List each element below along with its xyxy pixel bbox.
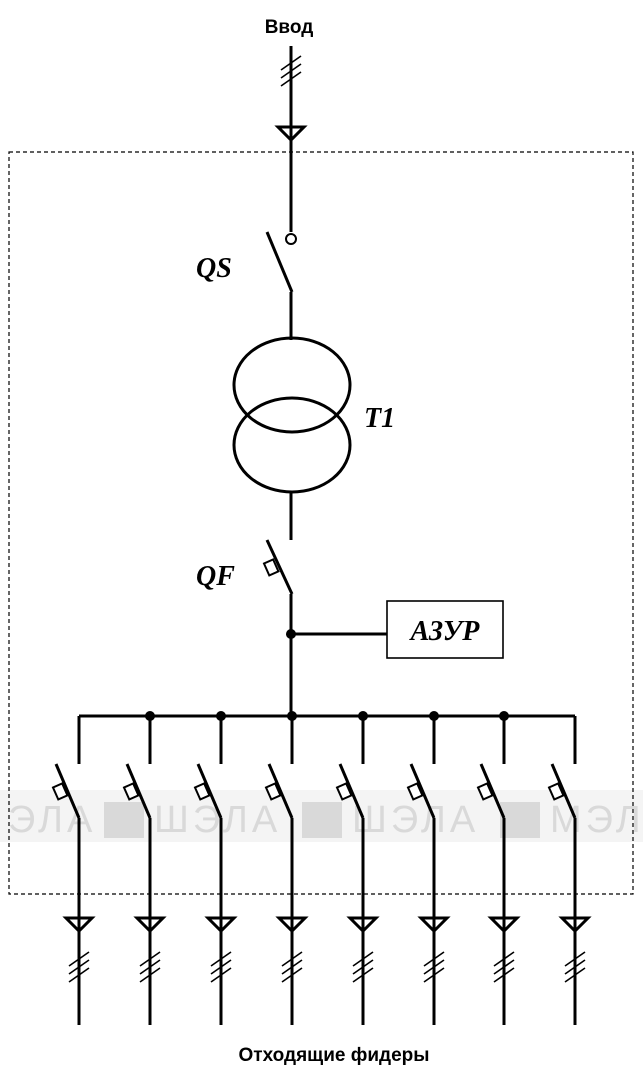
disconnector-blade — [265, 231, 294, 293]
input-cable-ticks-icon — [280, 55, 302, 87]
feeder-breaker-trip-icon — [193, 782, 211, 801]
feeder-cable-tick-icon — [281, 959, 303, 975]
feeder-terminal-arrow-icon — [204, 916, 238, 934]
feeder-terminal-arrow-icon — [487, 916, 521, 934]
feeder-cable-tick-icon — [281, 951, 303, 967]
transformer-primary-winding-icon — [232, 336, 352, 434]
watermark-logo-icon — [500, 802, 540, 838]
feeder-breaker-trip-icon — [122, 782, 140, 801]
feeder-cable-tick-icon — [352, 951, 374, 967]
feeder-cable-tick-icon — [68, 959, 90, 975]
transformer-secondary-winding-icon — [232, 396, 352, 494]
output-label: Отходящие фидеры — [238, 1045, 429, 1066]
feeder-1 — [51, 716, 96, 1025]
feeder-6 — [406, 711, 451, 1025]
feeder-breaker-blade — [338, 763, 365, 819]
feeder-terminal-arrow-icon — [346, 916, 380, 934]
feeder-cable-tick-icon — [68, 951, 90, 967]
azur-box — [386, 600, 504, 659]
feeder-cable-tick-icon — [564, 967, 586, 983]
feeder-breaker-trip-icon — [406, 782, 424, 801]
feeder-cable-tick-icon — [139, 967, 161, 983]
breaker-blade — [265, 539, 294, 595]
feeder-cable-tick-icon — [68, 967, 90, 983]
watermark-logo-icon — [302, 802, 342, 838]
feeder-cable-tick-icon — [423, 959, 445, 975]
feeder-breaker-blade — [479, 763, 506, 819]
input-label: Ввод — [265, 17, 314, 38]
feeder-cable-tick-icon — [564, 959, 586, 975]
feeder-cable-tick-icon — [352, 959, 374, 975]
watermark-text-3: ШЭЛА — [352, 799, 479, 841]
feeder-breaker-blade — [550, 763, 577, 819]
feeder-cable-tick-icon — [493, 951, 515, 967]
feeder-cable-tick-icon — [423, 951, 445, 967]
feeder-2 — [122, 711, 167, 1025]
feeder-breaker-blade — [54, 763, 81, 819]
watermark-logo-icon — [104, 802, 144, 838]
feeder-terminal-arrow-icon — [62, 916, 96, 934]
breaker-trip-icon — [262, 558, 280, 577]
feeder-4 — [264, 711, 309, 1025]
feeder-cable-tick-icon — [210, 951, 232, 967]
feeder-cable-tick-icon — [210, 959, 232, 975]
feeder-3 — [193, 711, 238, 1025]
feeder-cable-tick-icon — [281, 967, 303, 983]
watermark-text-1: ЭЛА — [8, 799, 96, 841]
disconnector-label: QS — [196, 253, 232, 284]
feeder-terminal-arrow-icon — [133, 916, 167, 934]
feeders-group — [51, 711, 592, 1025]
breaker-label: QF — [196, 561, 235, 592]
feeder-cable-tick-icon — [352, 967, 374, 983]
watermark-text-2: ШЭЛА — [154, 799, 281, 841]
disconnector-contact-icon — [285, 233, 297, 245]
feeder-terminal-arrow-icon — [417, 916, 451, 934]
feeder-breaker-trip-icon — [51, 782, 69, 801]
feeder-breaker-blade — [196, 763, 223, 819]
feeder-8 — [547, 716, 592, 1025]
feeder-breaker-blade — [409, 763, 436, 819]
feeder-breaker-blade — [125, 763, 152, 819]
transformer-label: T1 — [364, 403, 395, 434]
feeder-7 — [476, 711, 521, 1025]
feeder-breaker-trip-icon — [547, 782, 565, 801]
feeder-breaker-trip-icon — [476, 782, 494, 801]
feeder-terminal-arrow-icon — [558, 916, 592, 934]
feeder-terminal-arrow-icon — [275, 916, 309, 934]
watermark-text-4: МЭЛ — [550, 799, 643, 841]
watermark: ЭЛА ШЭЛА ШЭЛА МЭЛ — [0, 790, 643, 842]
feeder-cable-tick-icon — [493, 959, 515, 975]
enclosure-dashed-border — [8, 151, 634, 895]
feeder-cable-tick-icon — [564, 951, 586, 967]
feeder-breaker-blade — [267, 763, 294, 819]
feeder-breaker-trip-icon — [264, 782, 282, 801]
azur-label: АЗУР — [409, 616, 481, 647]
feeder-5 — [335, 711, 380, 1025]
feeder-cable-tick-icon — [139, 959, 161, 975]
feeder-cable-tick-icon — [210, 967, 232, 983]
feeder-cable-tick-icon — [493, 967, 515, 983]
feeder-breaker-trip-icon — [335, 782, 353, 801]
feeder-cable-tick-icon — [139, 951, 161, 967]
input-terminal-arrow-icon — [274, 125, 308, 143]
feeder-cable-tick-icon — [423, 967, 445, 983]
